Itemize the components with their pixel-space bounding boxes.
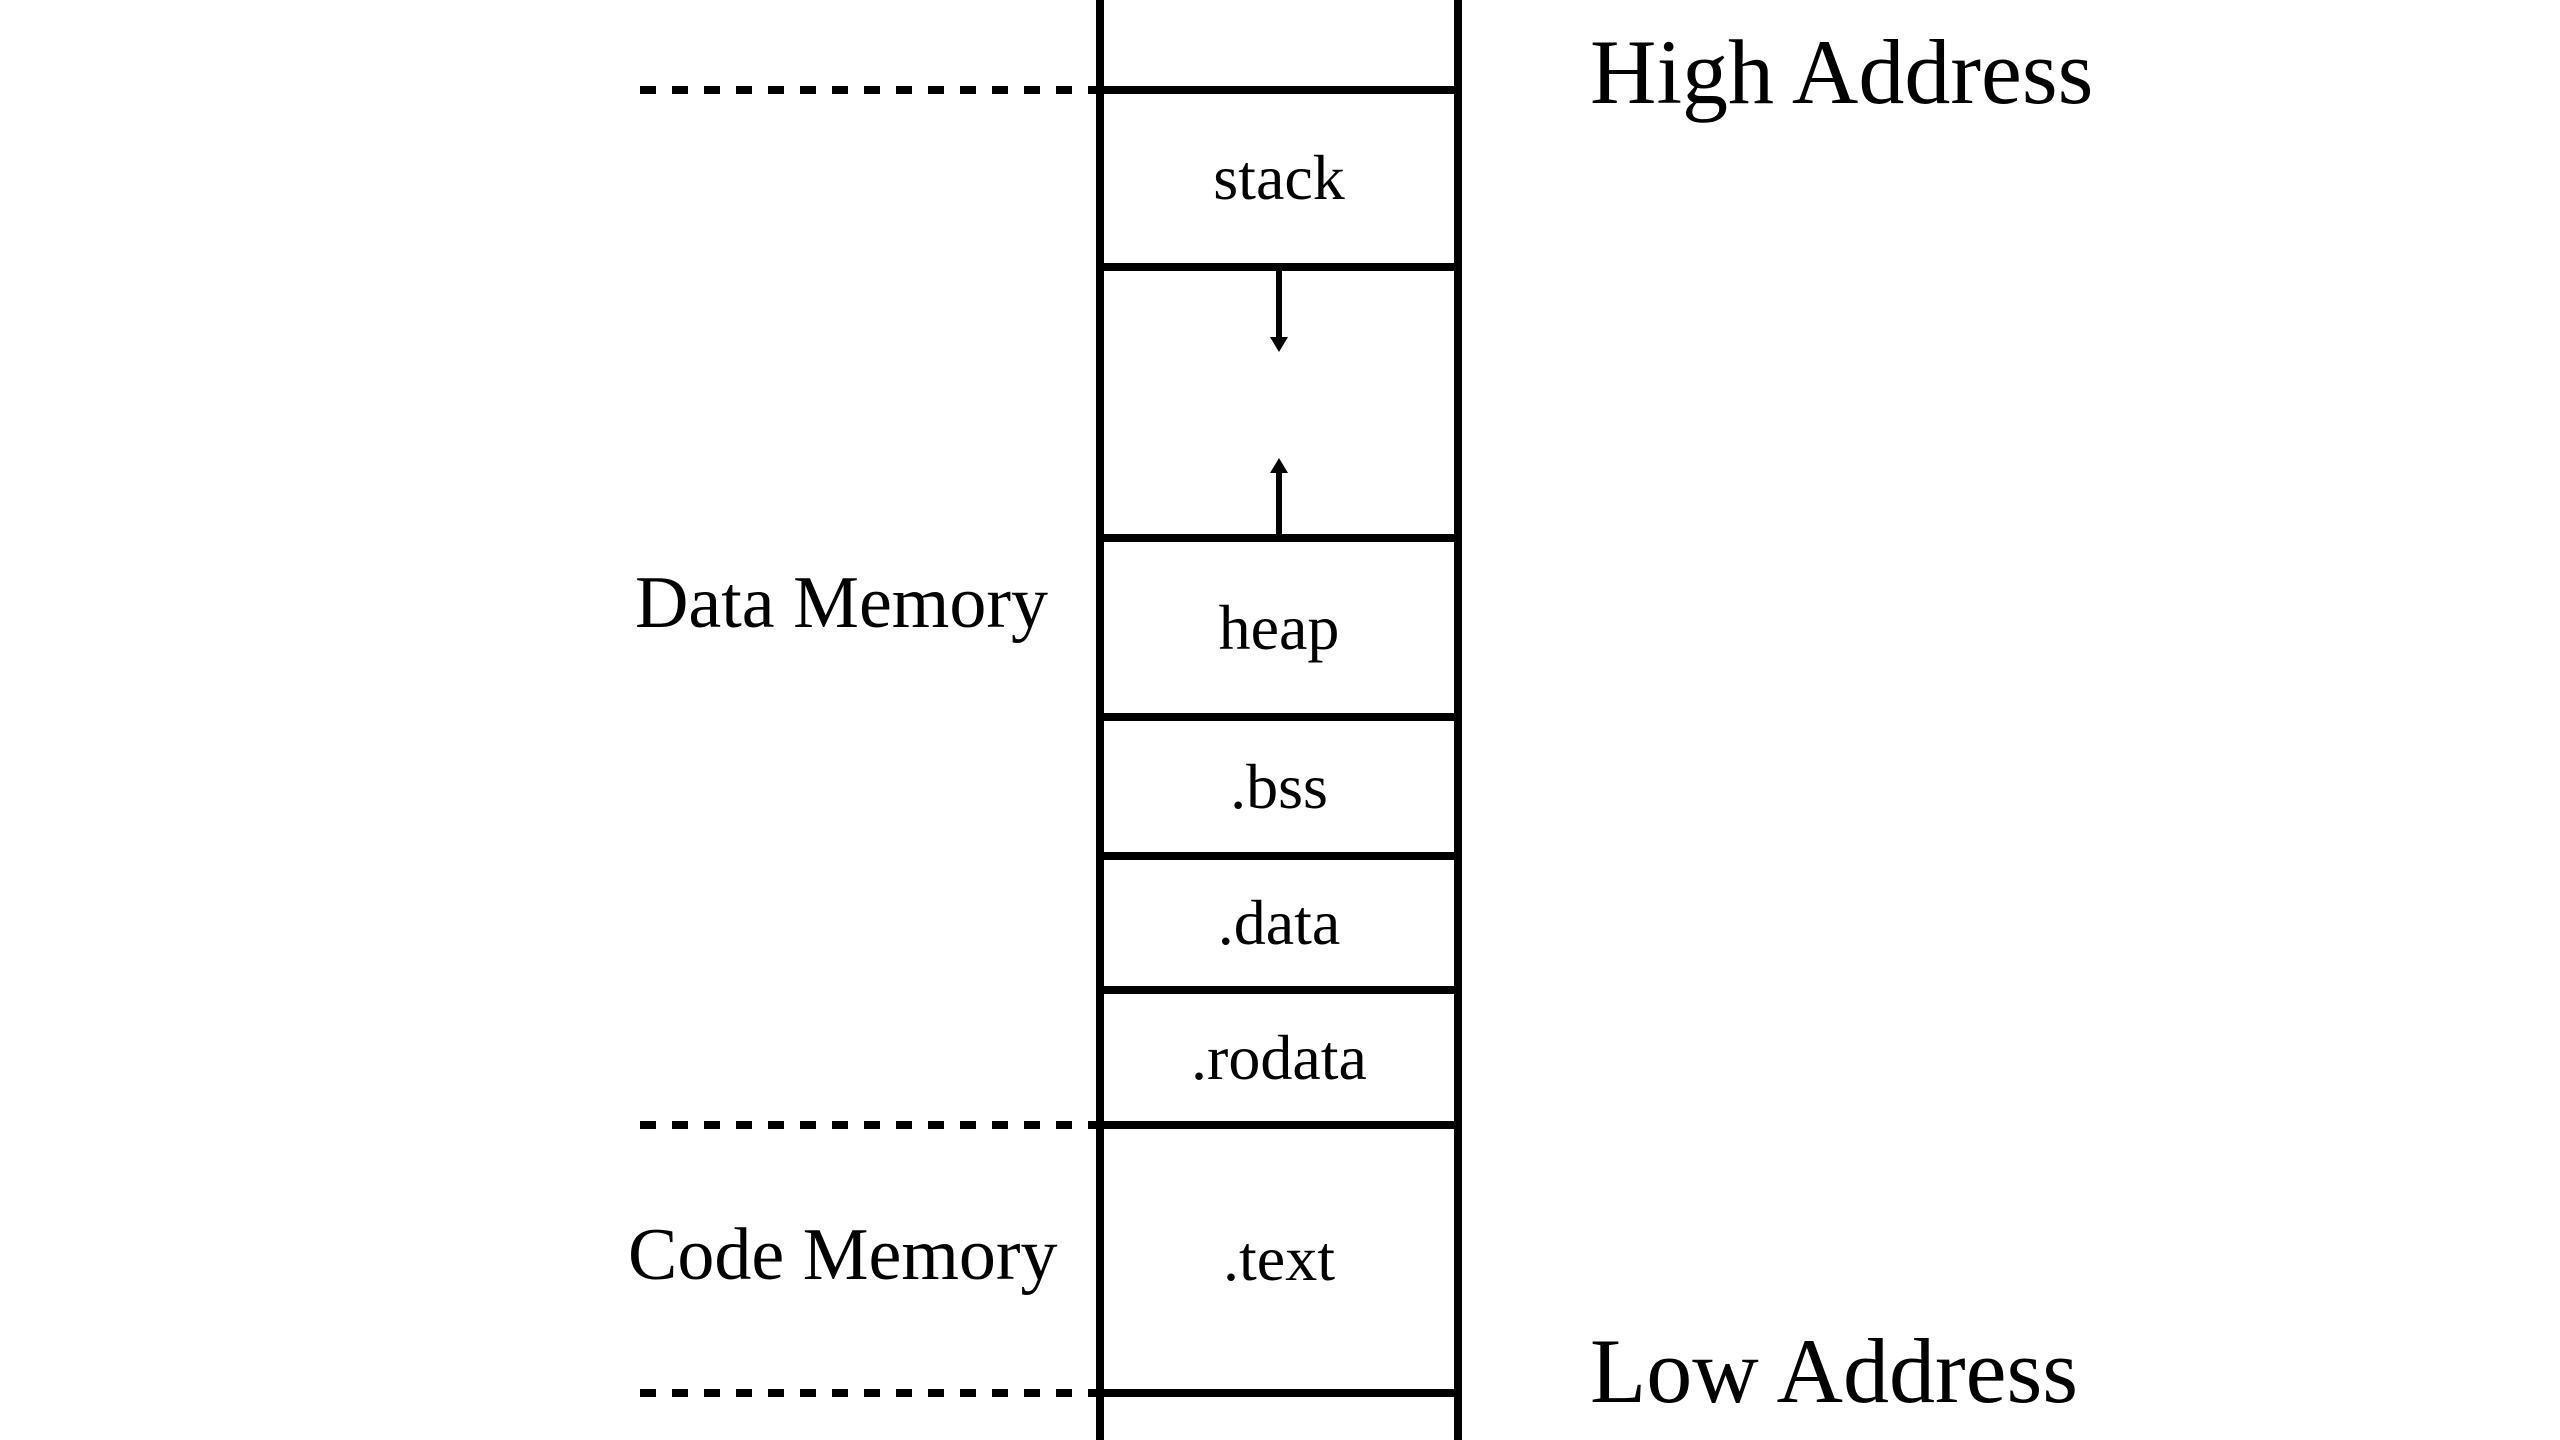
section-divider-line-heap-bottom — [1096, 713, 1462, 721]
section-divider-line-stack-top — [1096, 86, 1462, 94]
section-label-data: .data — [1217, 887, 1341, 958]
section-label-heap: heap — [1218, 592, 1340, 663]
arrow-head-up-icon — [1270, 458, 1288, 473]
high-address-label: High Address — [1590, 21, 2094, 123]
arrow-shaft — [1276, 471, 1282, 534]
section-divider-line-rodata-bottom — [1096, 1121, 1462, 1129]
region-label-data-memory: Data Memory — [634, 562, 1048, 644]
section-label-text: .text — [1223, 1223, 1335, 1294]
section-divider-line-text-bottom — [1096, 1389, 1462, 1397]
dashed-boundary-line-code-top — [640, 1121, 1096, 1129]
section-divider-line-stack-bottom — [1096, 263, 1462, 271]
arrow-head-down-icon — [1270, 337, 1288, 352]
section-label-rodata: .rodata — [1191, 1022, 1367, 1093]
section-label-stack: stack — [1213, 142, 1345, 213]
dashed-boundary-line-code-bottom — [640, 1389, 1096, 1397]
dashed-boundary-line-high — [640, 86, 1096, 94]
region-label-code-memory: Code Memory — [628, 1214, 1058, 1296]
section-divider-line-bss-bottom — [1096, 852, 1462, 860]
arrow-shaft — [1276, 271, 1282, 337]
section-label-bss: .bss — [1230, 751, 1328, 822]
low-address-label: Low Address — [1590, 1320, 2079, 1422]
section-divider-line-heap-top — [1096, 534, 1462, 542]
section-divider-line-data-bottom — [1096, 986, 1462, 994]
